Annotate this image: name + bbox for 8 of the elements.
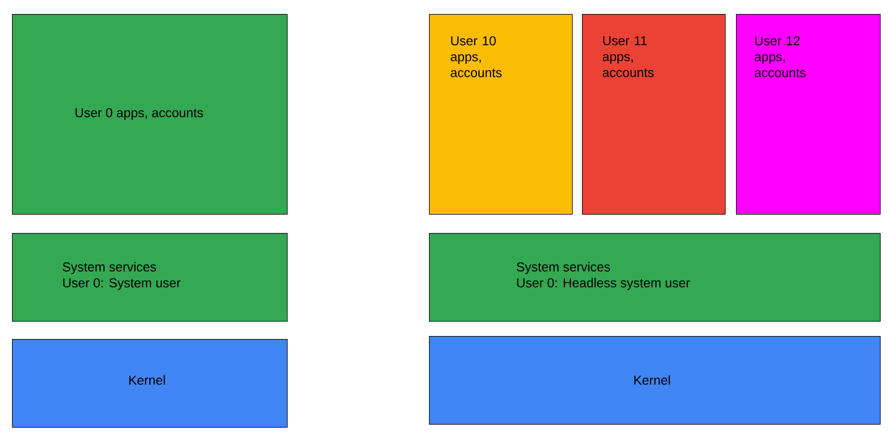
- kernel-box: Kernel: [12, 339, 288, 428]
- system-services-box: System services User 0: Headless system user: [429, 233, 881, 322]
- user-apps-box: User 0 apps, accounts: [12, 14, 288, 215]
- user-apps-box: User 10 apps, accounts: [429, 14, 573, 215]
- user-apps-box: User 11 apps, accounts: [582, 14, 726, 215]
- user-apps-box: User 12 apps, accounts: [736, 14, 881, 215]
- kernel-box: Kernel: [429, 336, 881, 425]
- system-services-box: System services User 0: System user: [12, 233, 288, 322]
